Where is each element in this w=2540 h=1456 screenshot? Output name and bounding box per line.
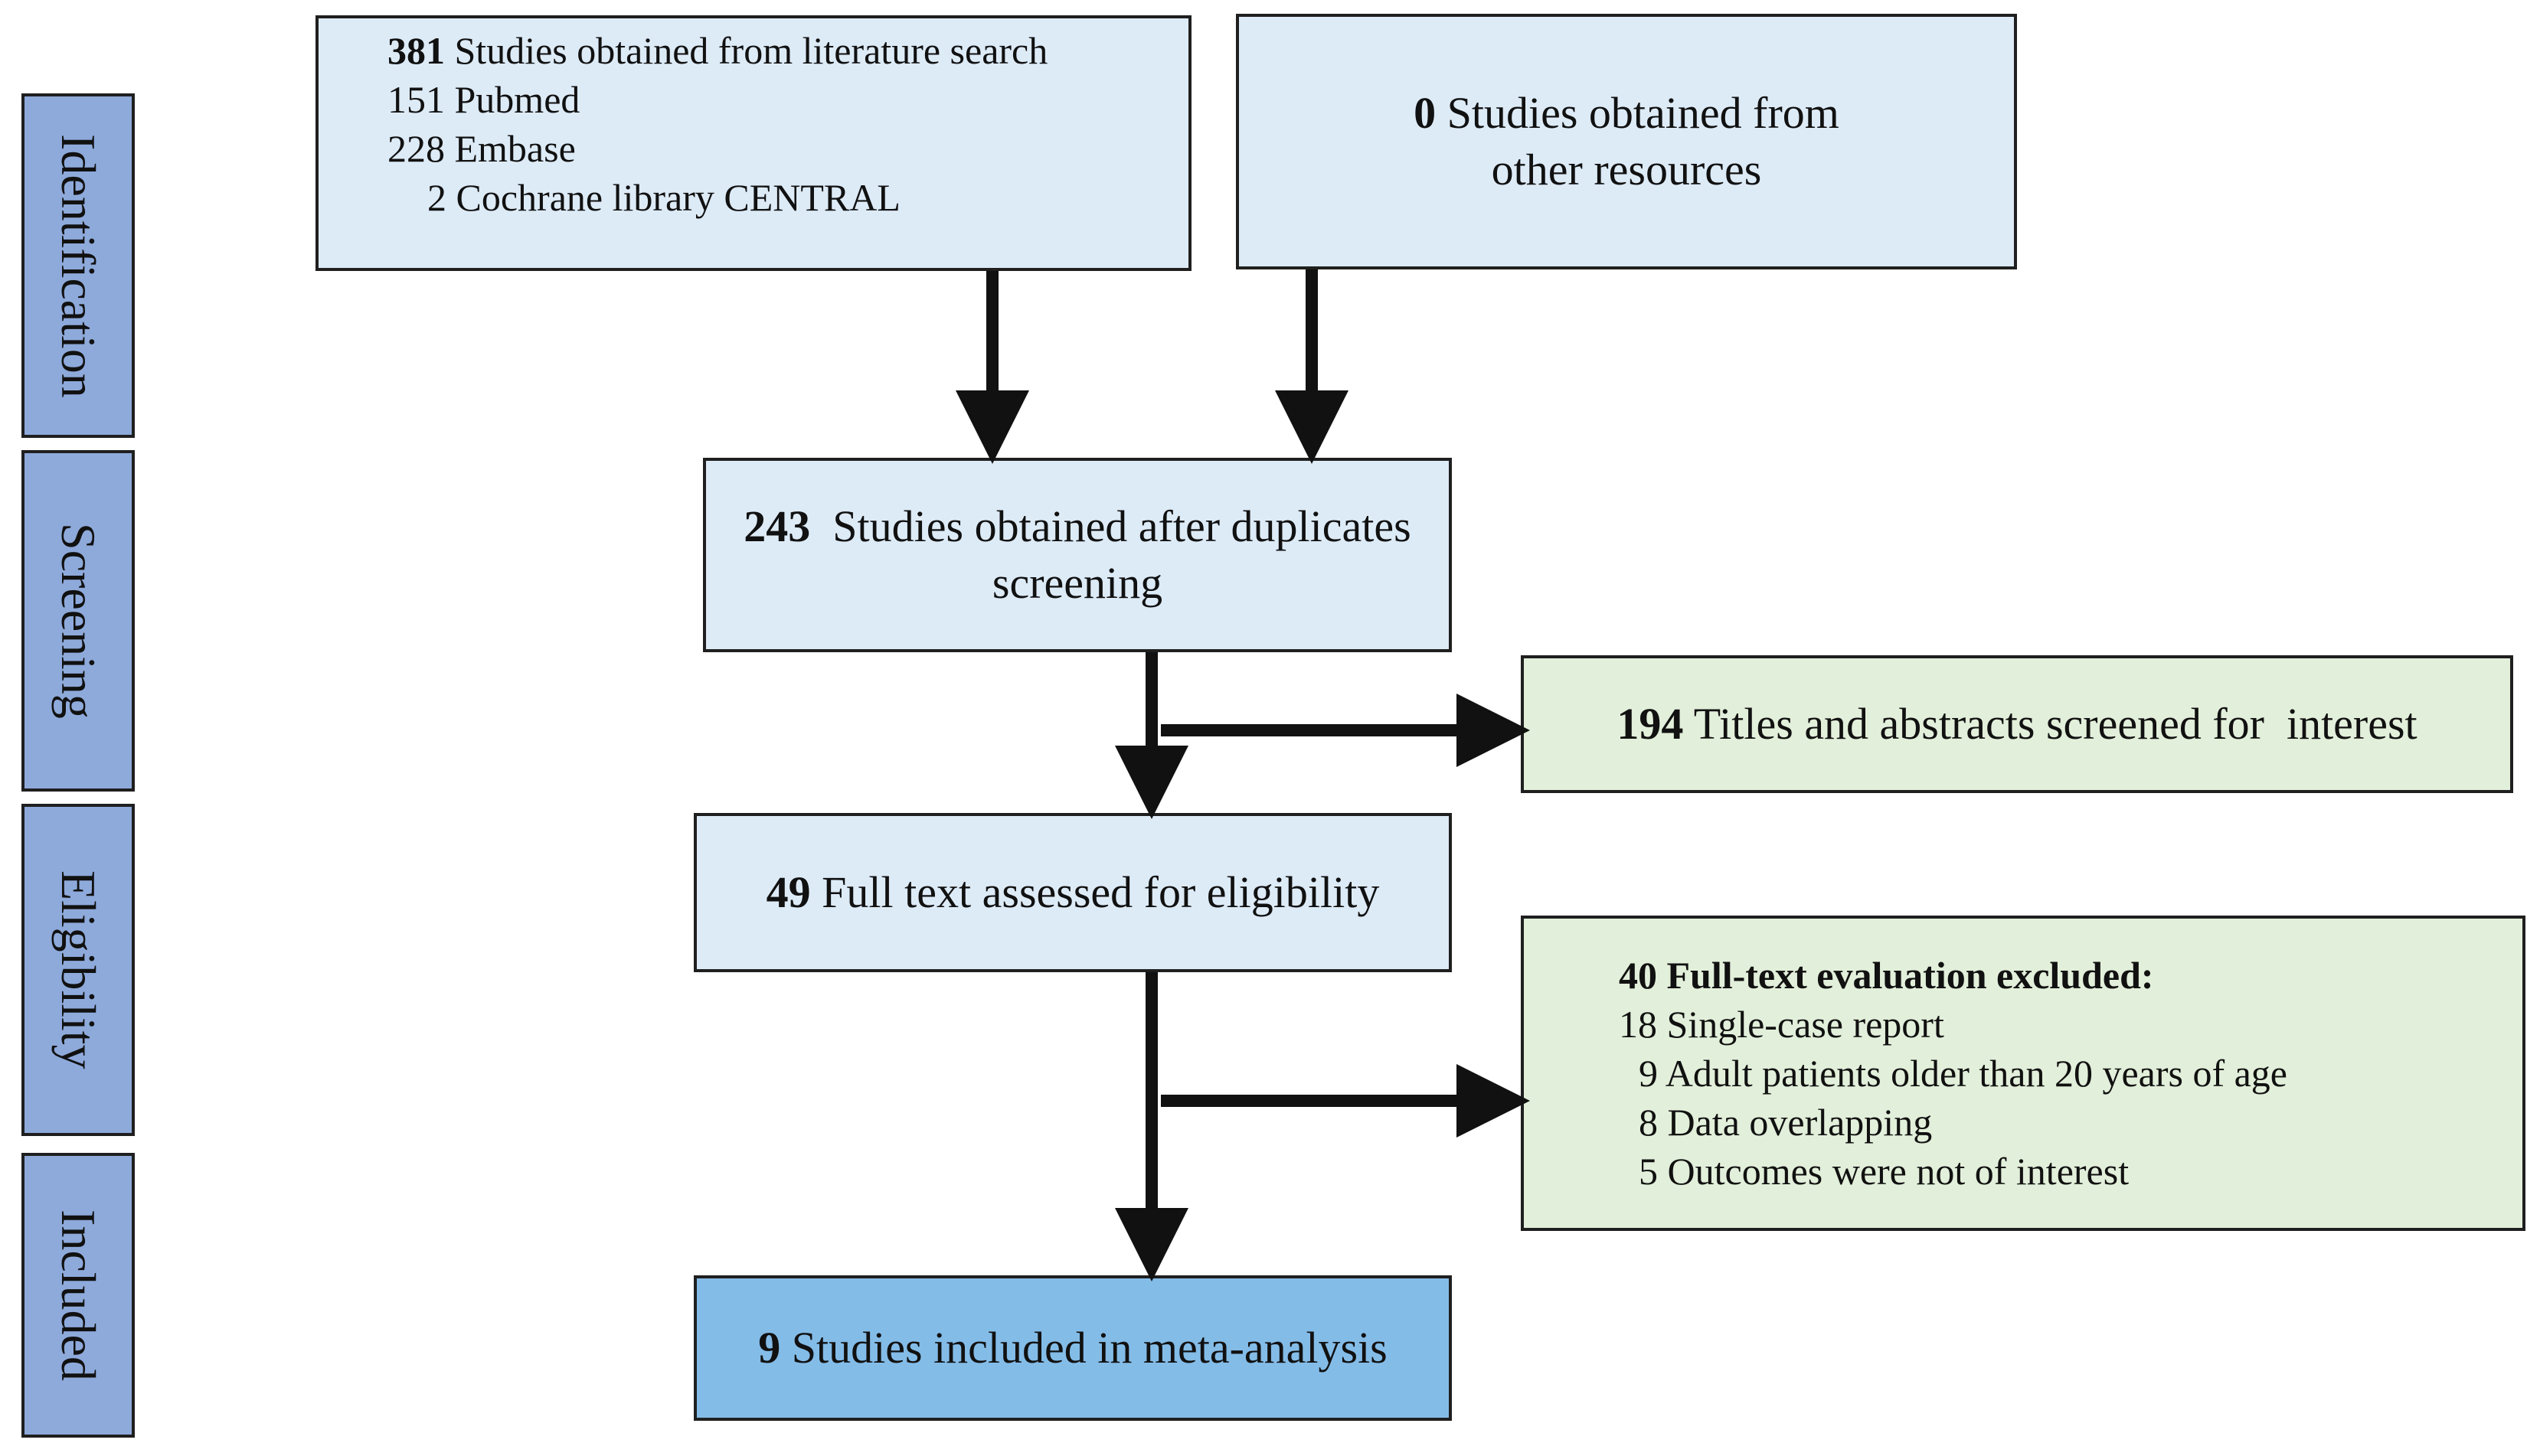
titles-abstracts-count: 194 xyxy=(1617,699,1684,749)
excluded-header: 40 Full-text evaluation excluded: xyxy=(1619,954,2154,997)
stage-label-included-text: Included xyxy=(51,1210,106,1381)
literature-search-heading: 381 Studies obtained from literature sea… xyxy=(387,26,1048,75)
titles-abstracts-text: Titles and abstracts screened for intere… xyxy=(1693,699,2417,749)
literature-search-text: Studies obtained from literature search xyxy=(454,29,1048,72)
included-box: 9 Studies included in meta-analysis xyxy=(694,1275,1452,1421)
excluded-reason-adult-patients: 9 Adult patients older than 20 years of … xyxy=(1639,1052,2287,1095)
source-pubmed: 151 Pubmed xyxy=(387,78,580,121)
other-resources-box: 0 Studies obtained from other resources xyxy=(1236,14,2017,269)
stage-label-included: Included xyxy=(21,1153,135,1438)
after-duplicates-line-1: 243 Studies obtained after duplicates xyxy=(744,498,1411,555)
full-text-box: 49 Full text assessed for eligibility xyxy=(694,813,1452,972)
stage-label-screening-text: Screening xyxy=(51,523,106,719)
source-cochrane: 2 Cochrane library CENTRAL xyxy=(427,176,901,219)
excluded-box: 40 Full-text evaluation excluded: 18 Sin… xyxy=(1521,916,2525,1231)
excluded-reason-data-overlapping: 8 Data overlapping xyxy=(1639,1101,1933,1144)
after-duplicates-text: Studies obtained after duplicates xyxy=(832,501,1411,551)
titles-abstracts-box: 194 Titles and abstracts screened for in… xyxy=(1521,655,2513,793)
literature-search-box: 381 Studies obtained from literature sea… xyxy=(315,15,1192,271)
literature-search-count: 381 xyxy=(387,29,445,72)
included-text: Studies included in meta-analysis xyxy=(791,1323,1388,1373)
stage-label-eligibility-text: Eligibility xyxy=(51,870,106,1069)
after-duplicates-box: 243 Studies obtained after duplicates sc… xyxy=(703,458,1452,652)
included-count: 9 xyxy=(758,1323,781,1373)
full-text-count: 49 xyxy=(766,867,811,917)
full-text-line: 49 Full text assessed for eligibility xyxy=(767,864,1380,921)
excluded-reason-single-case: 18 Single-case report xyxy=(1619,1003,1944,1046)
titles-abstracts-line: 194 Titles and abstracts screened for in… xyxy=(1617,696,2417,752)
included-line: 9 Studies included in meta-analysis xyxy=(758,1320,1388,1376)
source-embase: 228 Embase xyxy=(387,127,576,170)
stage-label-identification: Identification xyxy=(21,93,135,438)
other-resources-line-1: 0 Studies obtained from xyxy=(1414,85,1839,142)
stage-label-eligibility: Eligibility xyxy=(21,804,135,1136)
stage-label-screening: Screening xyxy=(21,450,135,792)
after-duplicates-count: 243 xyxy=(744,501,811,551)
excluded-reason-outcomes: 5 Outcomes were not of interest xyxy=(1639,1150,2130,1193)
other-resources-line-2: other resources xyxy=(1491,145,1762,194)
other-resources-count: 0 xyxy=(1414,88,1437,138)
other-resources-text: Studies obtained from xyxy=(1447,88,1839,138)
stage-label-identification-text: Identification xyxy=(51,133,106,398)
after-duplicates-line-2: screening xyxy=(992,558,1163,608)
full-text-text: Full text assessed for eligibility xyxy=(822,867,1380,917)
